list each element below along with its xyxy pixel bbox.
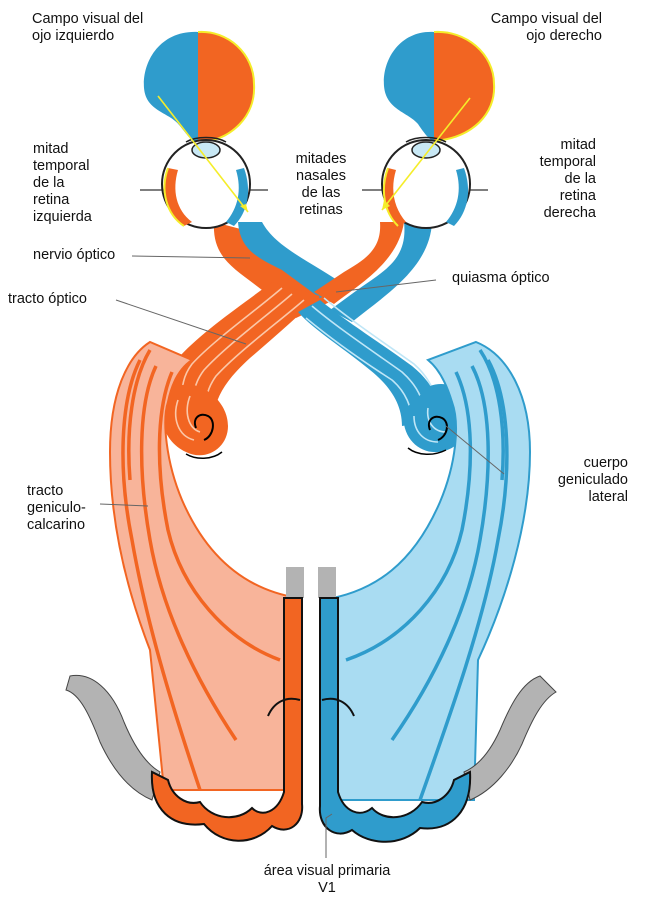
geniculocalcarine-label: tracto geniculo- calcarino — [27, 483, 86, 534]
left-visual-field — [144, 32, 254, 143]
nasal-retinas-label: mitades nasales de las retinas — [276, 151, 366, 219]
lateral-geniculate-label: cuerpo geniculado lateral — [500, 455, 628, 506]
right-optic-nerve — [314, 222, 432, 322]
left-eye — [140, 138, 268, 229]
right-visual-field — [384, 32, 494, 141]
optic-tract-label: tracto óptico — [8, 291, 87, 308]
temporal-retina-right-label: mitad temporal de la retina derecha — [500, 137, 596, 222]
primary-visual-area-label: área visual primaria V1 — [214, 863, 440, 897]
right-visual-field-label: Campo visual del ojo derecho — [444, 11, 602, 45]
temporal-retina-left-label: mitad temporal de la retina izquierda — [33, 141, 92, 226]
optic-nerve-label: nervio óptico — [33, 247, 115, 264]
optic-chiasm-label: quiasma óptico — [452, 270, 550, 287]
left-visual-field-label: Campo visual del ojo izquierdo — [32, 11, 143, 45]
right-eye — [362, 138, 488, 229]
